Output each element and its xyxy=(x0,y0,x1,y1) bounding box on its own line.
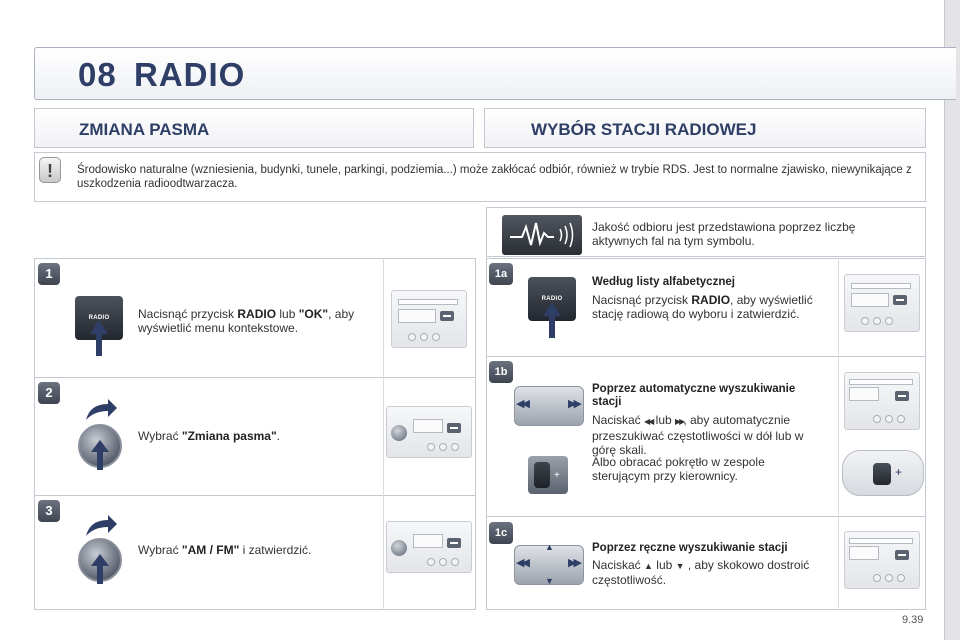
left-divider-2 xyxy=(34,495,476,496)
signal-waves-icon xyxy=(502,215,582,255)
seek-back-icon: ◀◀ xyxy=(516,398,530,410)
step-badge-2: 2 xyxy=(38,382,60,404)
section-title-right: WYBÓR STACJI RADIOWEJ xyxy=(531,120,757,139)
step-1b-text-2: Albo obracać pokrętło w zespole sterując… xyxy=(592,455,765,483)
seek-forward-icon: ▶▶ xyxy=(675,417,685,426)
chapter-header xyxy=(34,47,956,100)
signal-text: Jakość odbioru jest przedstawiona poprze… xyxy=(592,220,856,248)
step-1b-heading: Poprzez automatyczne wyszukiwanie stacji xyxy=(592,383,796,408)
radio-unit-ok-highlight xyxy=(844,274,920,332)
seek-forward-icon: ▶▶ xyxy=(568,398,582,410)
step-2-text: Wybrać "Zmiana pasma". xyxy=(138,429,280,443)
step-1a-text: Nacisnąć przycisk RADIO, aby wyświetlić … xyxy=(592,293,813,321)
seek-back-icon: ◀◀ xyxy=(516,557,530,569)
left-divider-1 xyxy=(34,377,476,378)
arrow-down-icon: ▼ xyxy=(675,561,685,571)
section-header-left: ZMIANA PASMA xyxy=(34,108,474,148)
radio-unit-arrows xyxy=(844,531,920,589)
rotate-arrow-icon xyxy=(86,399,117,420)
step-badge-1a: 1a xyxy=(489,263,513,285)
rotate-arrow-icon xyxy=(86,515,117,536)
seek-rocker-icon xyxy=(514,545,584,585)
step-badge-3: 3 xyxy=(38,500,60,522)
radio-unit-knob xyxy=(386,521,472,573)
seek-forward-icon: ▶▶ xyxy=(568,557,582,569)
warning-text: Środowisko naturalne (wzniesienia, budyn… xyxy=(77,164,912,190)
arrow-up-icon xyxy=(91,554,109,584)
radio-unit-ok-highlight xyxy=(391,290,467,348)
warning-panel xyxy=(34,152,926,202)
steering-control-icon: + xyxy=(528,456,568,494)
steering-stalk-icon: + xyxy=(842,450,924,496)
arrow-up-icon xyxy=(91,440,109,470)
section-title-left: ZMIANA PASMA xyxy=(79,120,210,139)
right-image-divider xyxy=(838,258,839,610)
seek-rocker-icon xyxy=(514,386,584,426)
step-badge-1: 1 xyxy=(38,263,60,285)
step-badge-1c: 1c xyxy=(489,522,513,544)
step-3-text: Wybrać "AM / FM" i zatwierdzić. xyxy=(138,543,312,557)
page-title: RADIO xyxy=(134,56,246,93)
page-edge-strip xyxy=(944,0,960,640)
chapter-number: 08 xyxy=(78,56,117,93)
right-divider-1 xyxy=(486,356,926,357)
arrow-down-icon: ▼ xyxy=(545,576,554,586)
step-1-text: Nacisnąć przycisk RADIO lub "OK", aby wy… xyxy=(138,307,355,335)
arrow-up-icon: ▲ xyxy=(644,561,653,571)
arrow-up-icon xyxy=(90,320,108,356)
page-number: 9.39 xyxy=(902,614,924,626)
exclamation-icon: ! xyxy=(39,157,61,183)
step-badge-1b: 1b xyxy=(489,361,513,383)
section-header-right: WYBÓR STACJI RADIOWEJ xyxy=(484,108,926,148)
step-1c-heading: Poprzez ręczne wyszukiwanie stacji xyxy=(592,542,788,554)
right-divider-2 xyxy=(486,516,926,517)
step-1a-heading: Według listy alfabetycznej xyxy=(592,276,735,288)
radio-unit-knob xyxy=(386,406,472,458)
step-1b-text-1: Naciskać ◀◀ lub ▶▶, aby automatycznie pr… xyxy=(592,413,804,457)
step-1c-text: Naciskać ▲ lub ▼ , aby skokowo dostroić … xyxy=(592,558,810,587)
arrow-up-icon: ▲ xyxy=(545,542,554,552)
seek-back-icon: ◀◀ xyxy=(644,417,654,426)
radio-unit-arrows xyxy=(844,372,920,430)
left-image-divider xyxy=(383,258,384,610)
arrow-up-icon xyxy=(543,302,561,338)
